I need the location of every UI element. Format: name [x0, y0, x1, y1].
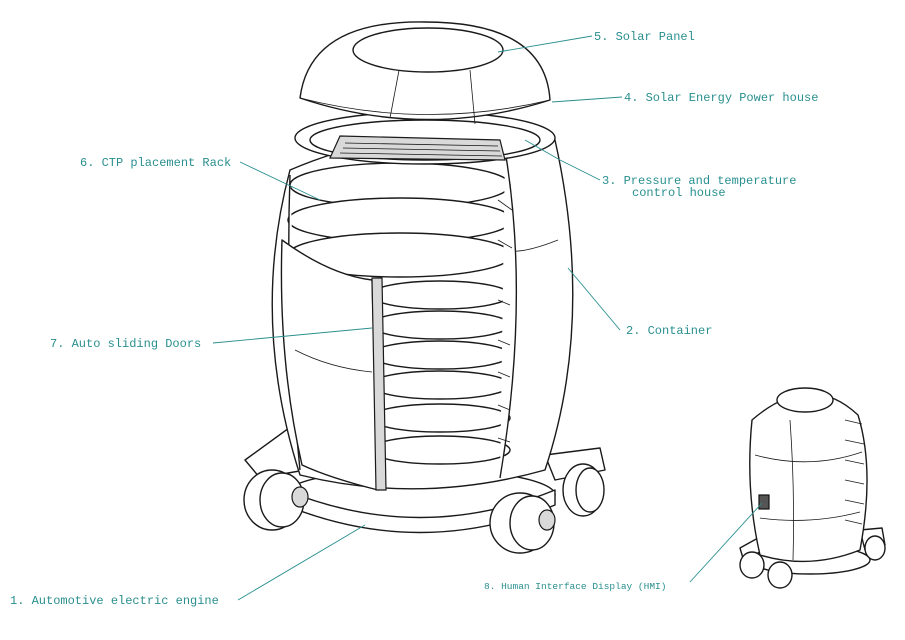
- label-pressure-line1: 3. Pressure and temperature: [602, 174, 796, 188]
- small-robot-drawing: [739, 387, 886, 589]
- sliding-door-left: [280, 239, 379, 491]
- hmi-screen-icon: [758, 494, 770, 510]
- pressure-temperature-house: [294, 111, 556, 165]
- label-solar-power-house: 4. Solar Energy Power house: [624, 91, 818, 105]
- label-solar-panel: 5. Solar Panel: [594, 30, 695, 44]
- label-engine: 1. Automotive electric engine: [10, 594, 219, 608]
- wheel-front-left: [243, 469, 309, 531]
- solar-panel-disk: [352, 27, 504, 73]
- label-ctp-rack: 6. CTP placement Rack: [80, 156, 231, 170]
- main-robot-drawing: [243, 21, 606, 554]
- wheel-rear-right: [562, 463, 605, 517]
- door-frame: [371, 277, 387, 491]
- leader-lines: [212, 35, 763, 601]
- label-sliding-doors: 7. Auto sliding Doors: [50, 337, 201, 351]
- label-pressure-line2: control house: [632, 186, 726, 200]
- wheel-front-right: [489, 492, 556, 554]
- label-container: 2. Container: [626, 324, 712, 338]
- label-hmi: 8. Human Interface Display (HMI): [484, 581, 666, 592]
- ctp-rack-shelves: [287, 162, 513, 465]
